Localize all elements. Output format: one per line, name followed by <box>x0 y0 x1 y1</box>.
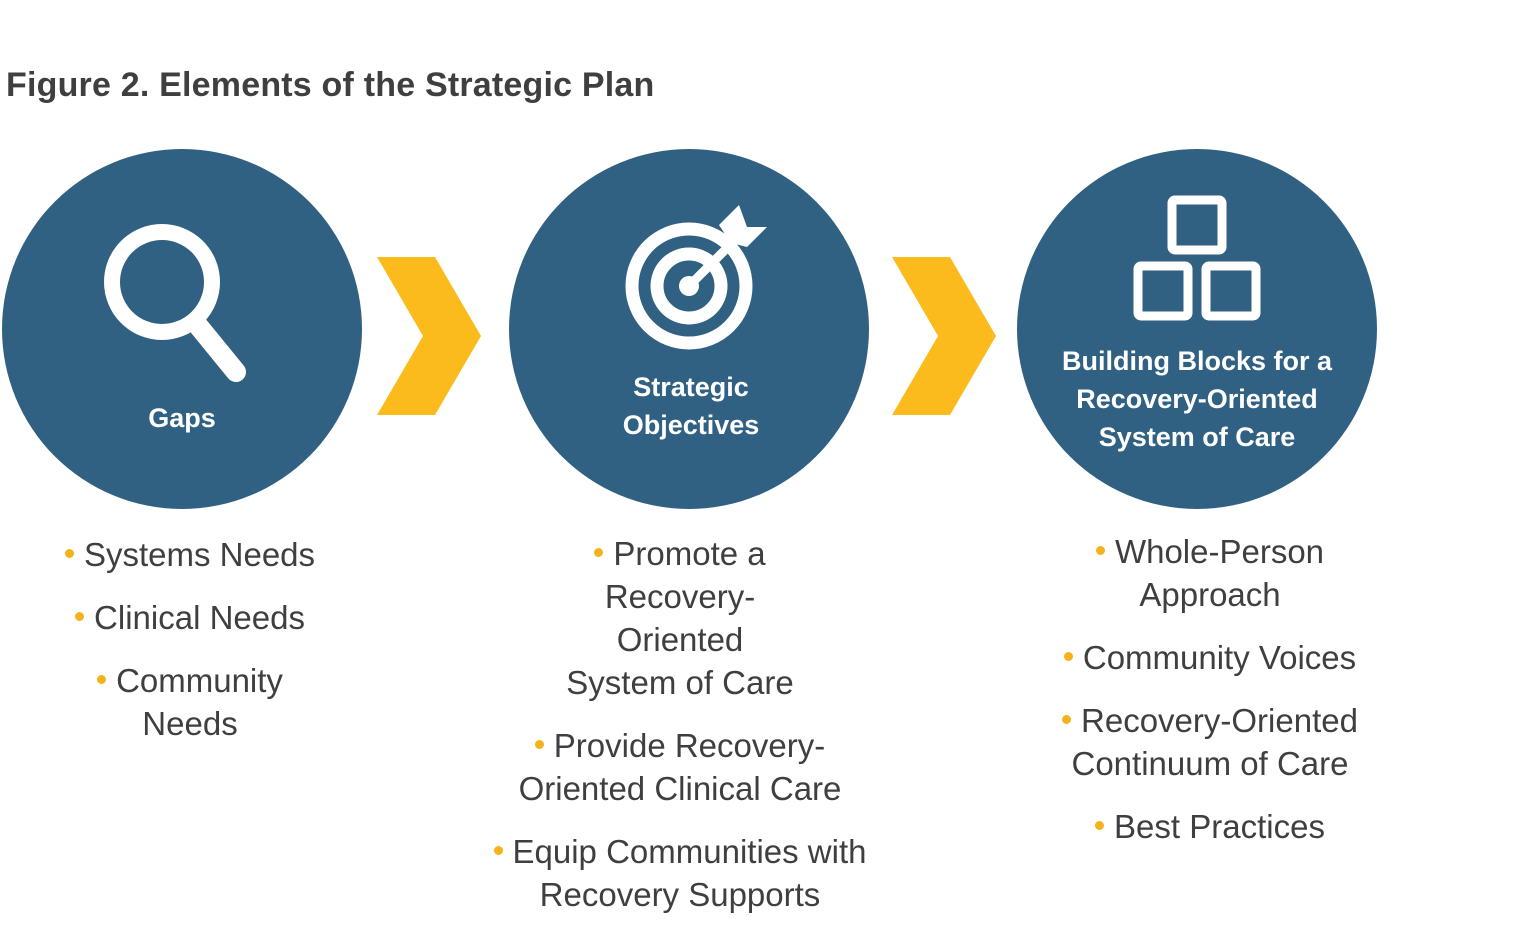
strategic-objectives-label: Strategic Objectives <box>511 368 871 444</box>
building-blocks-text: Building Blocks for a Recovery-Oriented … <box>1061 346 1333 452</box>
list-item: Systems Needs <box>0 533 400 576</box>
gaps-list: Systems Needs Clinical Needs Community N… <box>0 533 400 765</box>
target-icon <box>625 205 767 350</box>
list-item: Whole-Person Approach <box>1000 530 1420 616</box>
list-item: Promote a Recovery-Oriented System of Ca… <box>566 535 794 701</box>
bullet-dot-icon <box>64 548 74 558</box>
list-item: Community Voices <box>1000 636 1420 679</box>
bullet-dot-icon <box>97 674 107 684</box>
strategic-objectives-list: Promote a Recovery-Oriented System of Ca… <box>450 532 910 936</box>
bullet-dot-icon <box>75 611 85 621</box>
building-blocks-label: Building Blocks for a Recovery-Oriented … <box>1017 342 1377 456</box>
building-blocks-list: Whole-Person Approach Community Voices R… <box>1000 530 1420 868</box>
strategic-objectives-text: Strategic Objectives <box>622 372 760 440</box>
chevron-arrow-2 <box>892 257 996 415</box>
list-item: Community Needs <box>0 659 400 745</box>
gaps-label: Gaps <box>148 403 216 433</box>
chevron-arrow-1 <box>377 257 481 415</box>
list-item: Best Practices <box>1000 805 1420 848</box>
list-item: Clinical Needs <box>0 596 400 639</box>
strategic-objectives-circle: Strategic Objectives <box>509 149 869 509</box>
list-item: Equip Communities with Recovery Supports <box>450 830 910 916</box>
bullet-dot-icon <box>1095 820 1105 830</box>
bullet-dot-icon <box>594 547 604 557</box>
building-blocks-icon <box>1133 195 1261 321</box>
list-item: Recovery-Oriented Continuum of Care <box>1000 699 1420 785</box>
gaps-circle: Gaps <box>2 149 362 509</box>
bullet-dot-icon <box>1062 714 1072 724</box>
bullet-dot-icon <box>1063 651 1073 661</box>
bullet-dot-icon <box>493 845 503 855</box>
bullet-dot-icon <box>1095 545 1105 555</box>
figure-title: Figure 2. Elements of the Strategic Plan <box>6 66 655 104</box>
bullet-dot-icon <box>534 739 544 749</box>
building-blocks-circle: Building Blocks for a Recovery-Oriented … <box>1017 149 1377 509</box>
magnifying-glass-icon <box>104 224 246 382</box>
list-item: Provide Recovery-Oriented Clinical Care <box>518 727 842 807</box>
